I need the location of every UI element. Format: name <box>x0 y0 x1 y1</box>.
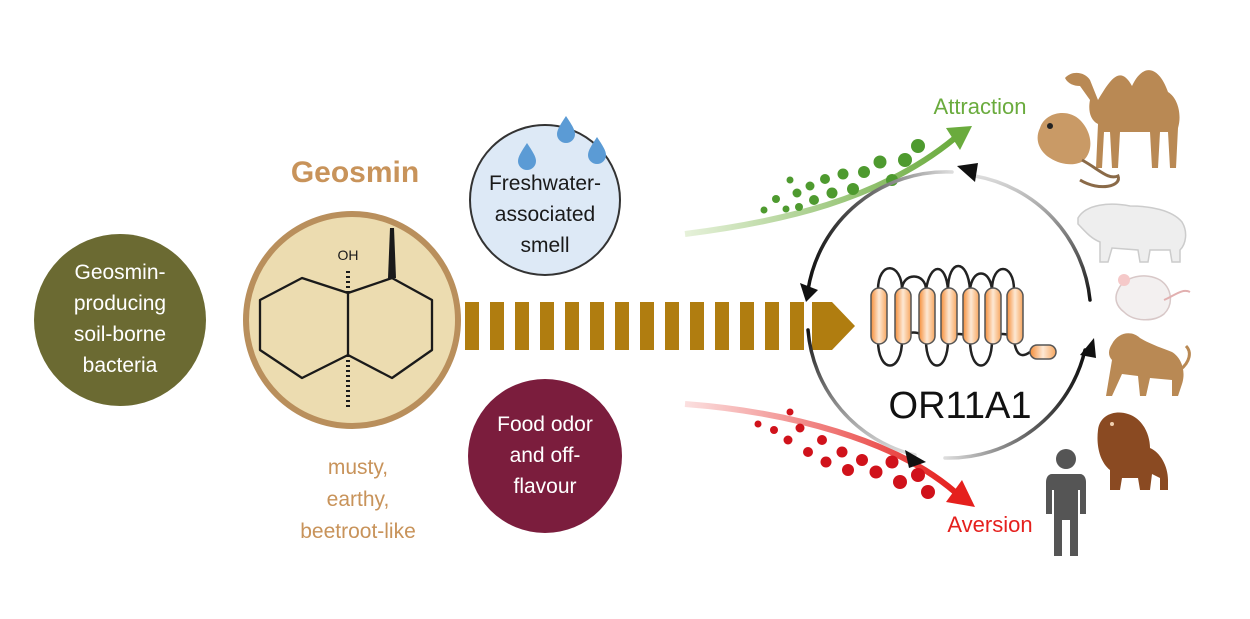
odor-descriptor-line: musty, <box>327 456 389 479</box>
food-odor-node <box>468 379 622 533</box>
human-icon <box>1046 449 1086 556</box>
bacteria-label-line: bacteria <box>82 354 158 377</box>
aversion-stream <box>684 401 975 507</box>
odor-descriptor-line: beetroot-like <box>300 520 416 543</box>
aversion-label: Aversion <box>947 512 1033 537</box>
food-odor-label-line: and off- <box>509 444 581 467</box>
odor-descriptor-line: earthy, <box>326 488 390 511</box>
orangutan-icon <box>1097 412 1168 490</box>
bacteria-label-line: producing <box>73 292 167 315</box>
geosmin-title: Geosmin <box>290 156 420 189</box>
polar-bear-icon <box>1077 203 1187 263</box>
camel-icon <box>1065 70 1180 168</box>
receptor-cycle <box>806 170 1092 460</box>
freshwater-label-line: associated <box>494 203 596 226</box>
bacteria-node <box>34 234 206 406</box>
odor-descriptor: musty, earthy, beetroot-like <box>258 452 458 548</box>
food-odor-label-line: flavour <box>513 475 577 498</box>
attraction-stream <box>684 126 972 237</box>
geosmin-molecule <box>243 211 461 429</box>
cycle-arrowheads <box>800 163 1096 468</box>
food-odor-label: Food odor and off- flavour <box>465 409 625 502</box>
receptor-icon <box>870 264 1057 367</box>
freshwater-node <box>469 116 621 276</box>
bacteria-label-line: Geosmin- <box>74 261 166 284</box>
macaque-icon <box>1106 333 1191 396</box>
food-odor-label-line: Food odor <box>497 413 593 436</box>
water-drops-icon <box>518 116 606 170</box>
hydroxyl-label: OH <box>337 247 359 263</box>
receptor-name: OR11A1 <box>888 385 1032 427</box>
signal-arrow <box>465 302 855 350</box>
mouse-icon <box>1115 274 1191 321</box>
attraction-label: Attraction <box>933 94 1027 119</box>
freshwater-label: Freshwater- associated smell <box>460 168 630 261</box>
bacteria-label: Geosmin- producing soil-borne bacteria <box>30 257 210 381</box>
freshwater-label-line: Freshwater- <box>488 172 602 195</box>
bacteria-label-line: soil-borne <box>73 323 167 346</box>
kangaroo-rat-icon <box>1037 113 1120 189</box>
freshwater-label-line: smell <box>520 234 570 257</box>
